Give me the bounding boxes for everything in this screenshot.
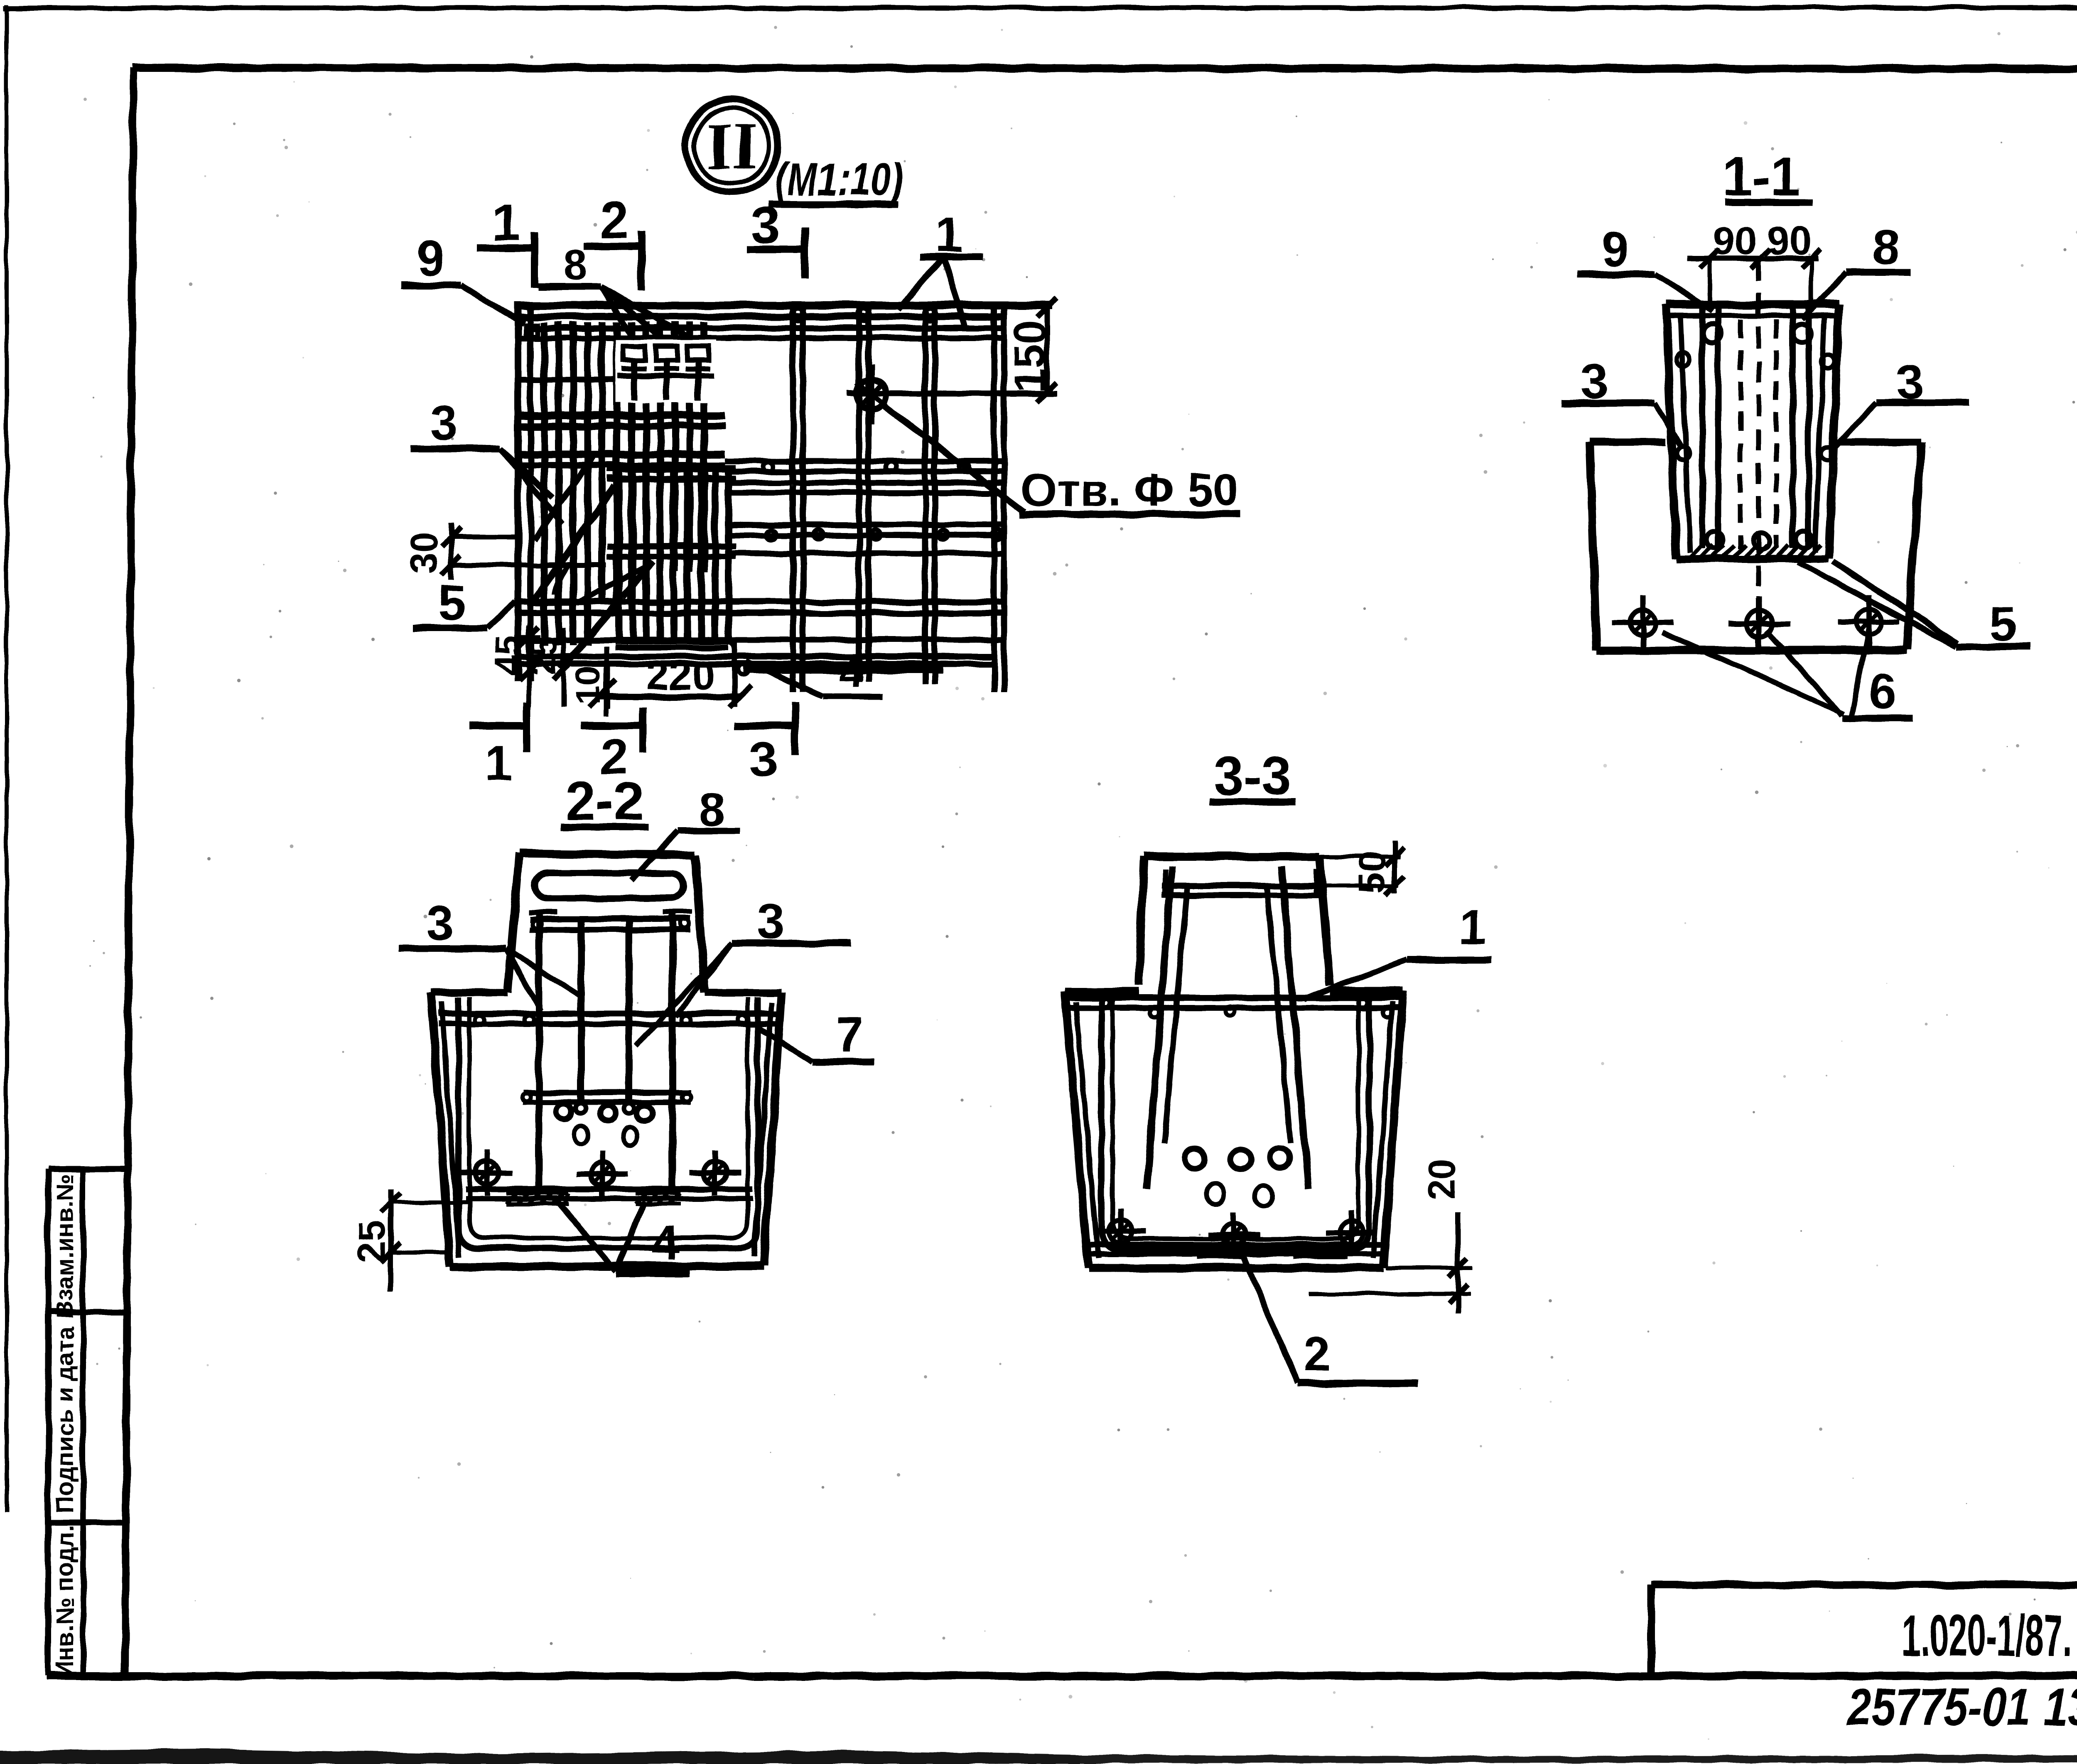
svg-text:Инв.№ подл.: Инв.№ подл. bbox=[52, 1525, 79, 1678]
svg-text:7: 7 bbox=[836, 1008, 863, 1063]
svg-text:3: 3 bbox=[430, 395, 458, 450]
svg-text:90: 90 bbox=[1768, 219, 1812, 263]
svg-text:4: 4 bbox=[651, 1216, 679, 1270]
svg-text:2: 2 bbox=[600, 730, 628, 784]
svg-text:4: 4 bbox=[839, 647, 863, 696]
svg-text:5: 5 bbox=[438, 575, 466, 631]
svg-text:1: 1 bbox=[935, 206, 963, 262]
svg-text:30: 30 bbox=[403, 531, 445, 574]
svg-text:6: 6 bbox=[1869, 664, 1896, 719]
svg-text:1-1: 1-1 bbox=[1722, 146, 1800, 207]
svg-text:150: 150 bbox=[1006, 320, 1054, 393]
svg-text:220: 220 bbox=[646, 652, 715, 699]
svg-text:Подпись и дата: Подпись и дата bbox=[52, 1327, 79, 1513]
svg-text:3: 3 bbox=[427, 896, 454, 951]
svg-text:8: 8 bbox=[699, 783, 726, 836]
svg-text:90: 90 bbox=[1713, 219, 1757, 263]
svg-text:1: 1 bbox=[1459, 900, 1486, 955]
svg-text:3: 3 bbox=[750, 732, 777, 787]
svg-text:1.020-1/87. 3-9-К1: 1.020-1/87. 3-9-К1 bbox=[1902, 1603, 2077, 1668]
svg-text:Отв. Ф 50: Отв. Ф 50 bbox=[1021, 464, 1239, 516]
svg-text:II: II bbox=[706, 109, 758, 183]
svg-text:2: 2 bbox=[599, 191, 629, 249]
svg-text:9: 9 bbox=[417, 230, 445, 286]
svg-text:25775-01 13: 25775-01 13 bbox=[1846, 1678, 2077, 1736]
svg-text:1: 1 bbox=[491, 194, 520, 251]
svg-text:20: 20 bbox=[1421, 1158, 1463, 1200]
svg-text:3-3: 3-3 bbox=[1213, 745, 1291, 806]
svg-text:1: 1 bbox=[485, 736, 512, 791]
svg-text:5: 5 bbox=[1989, 597, 2017, 651]
svg-text:Взам.инв.№: Взам.инв.№ bbox=[52, 1174, 79, 1319]
svg-text:3: 3 bbox=[751, 197, 780, 254]
svg-text:2: 2 bbox=[1303, 1327, 1331, 1382]
svg-text:8: 8 bbox=[564, 241, 587, 288]
svg-text:2-2: 2-2 bbox=[565, 770, 643, 831]
svg-text:8: 8 bbox=[1872, 220, 1900, 275]
svg-text:7: 7 bbox=[545, 552, 572, 605]
svg-text:9: 9 bbox=[1601, 222, 1629, 277]
svg-text:(М1:10): (М1:10) bbox=[775, 153, 903, 205]
